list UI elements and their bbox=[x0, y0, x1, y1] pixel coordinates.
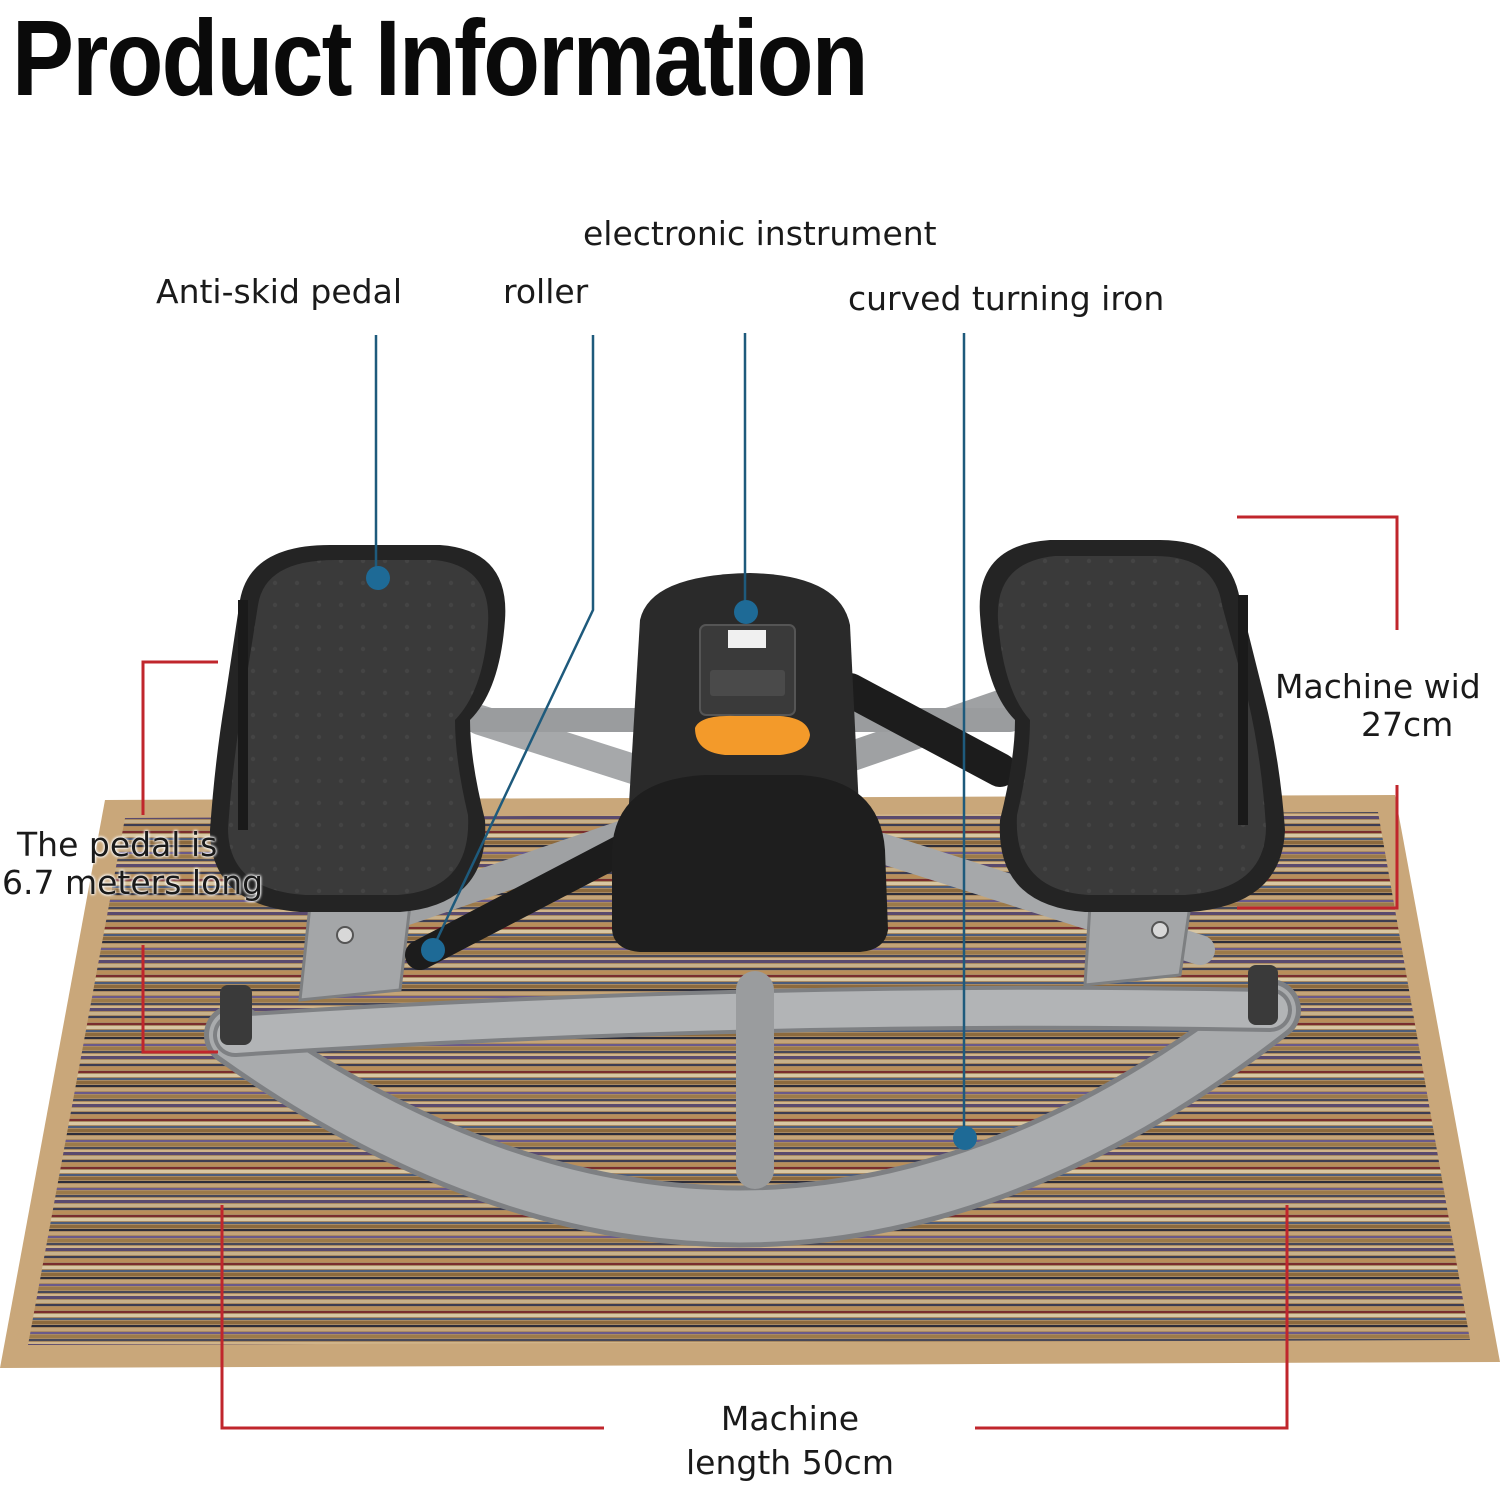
width-dimension-top bbox=[1237, 515, 1399, 630]
callout-lines bbox=[374, 333, 966, 1135]
callout-dot-anti-skid-pedal bbox=[366, 566, 390, 590]
roller-arm bbox=[405, 673, 1017, 970]
label-anti-skid-pedal: Anti-skid pedal bbox=[156, 272, 403, 311]
length-label-line1: Machine bbox=[720, 1399, 860, 1438]
pedal-dimension-bottom bbox=[141, 945, 218, 1054]
callout-dot-roller bbox=[421, 938, 445, 962]
width-dimension-label: Machine wid 27cm bbox=[1275, 668, 1500, 744]
left-pedal bbox=[210, 545, 506, 912]
pedal-dimension-label: The pedal is 6.7 meters long bbox=[2, 826, 302, 902]
pedal-label-line2: 6.7 meters long bbox=[2, 862, 264, 902]
label-curved-turning-iron: curved turning iron bbox=[848, 279, 1165, 318]
callout-dots bbox=[366, 566, 977, 1150]
label-electronic-instrument: electronic instrument bbox=[583, 214, 937, 253]
label-roller: roller bbox=[503, 272, 589, 311]
pedal-dimension-top bbox=[141, 660, 218, 815]
length-dimension-right bbox=[975, 1205, 1289, 1430]
callout-line-roller bbox=[430, 335, 595, 951]
right-pedal bbox=[979, 540, 1285, 912]
length-dimension-left bbox=[220, 1205, 604, 1430]
rubber-feet bbox=[220, 965, 1278, 1045]
orange-pad bbox=[695, 715, 810, 755]
length-label-line2: length 50cm bbox=[686, 1442, 894, 1482]
callout-dot-curved-turning-iron bbox=[953, 1126, 977, 1150]
callout-dot-electronic-instrument bbox=[734, 600, 758, 624]
width-label-line2: 27cm bbox=[1361, 704, 1454, 744]
dimension-lines bbox=[141, 515, 1399, 1430]
pedal-label-line1: The pedal is bbox=[17, 825, 218, 864]
length-dimension-label: Machine length 50cm bbox=[640, 1400, 940, 1482]
width-label-line1: Machine wid bbox=[1275, 668, 1481, 706]
center-housing bbox=[612, 573, 888, 952]
width-dimension-bottom bbox=[1237, 785, 1399, 910]
page-title: Product Information bbox=[12, 0, 869, 118]
